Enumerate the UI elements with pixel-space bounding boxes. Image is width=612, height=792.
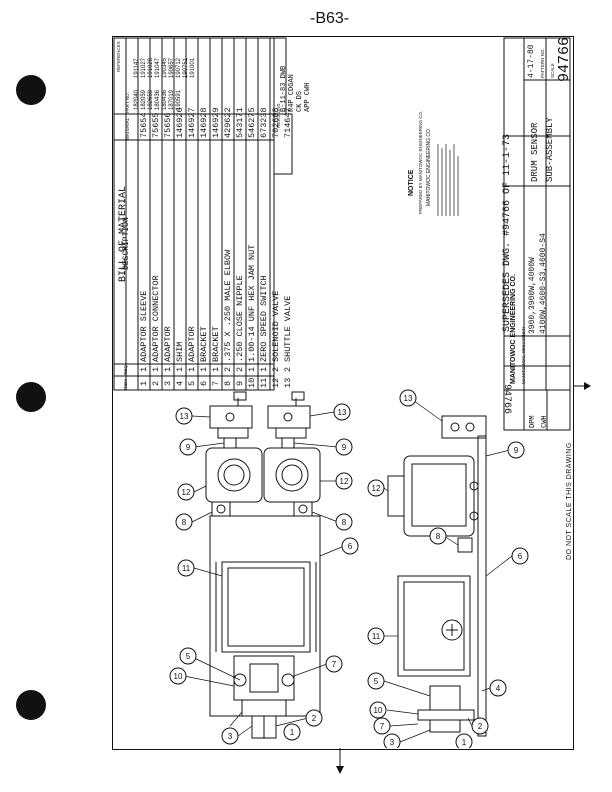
binder-hole-bottom: [16, 690, 46, 720]
balloon-13: 13: [175, 407, 193, 425]
balloon-12: 12: [367, 479, 385, 497]
binder-hole-middle: [16, 382, 46, 412]
side-view: [387, 415, 487, 737]
balloon-9: 9: [179, 438, 197, 456]
svg-text:9: 9: [186, 443, 191, 452]
balloon-2: 2: [471, 717, 489, 735]
svg-text:12: 12: [340, 477, 349, 486]
balloon-13: 13: [399, 389, 417, 407]
balloon-5: 5: [367, 672, 385, 690]
page-number: -B63-: [310, 10, 350, 27]
svg-text:6: 6: [518, 552, 523, 561]
solenoid-valve-left: [205, 447, 263, 503]
svg-text:2: 2: [478, 722, 483, 731]
balloon-11: 11: [177, 559, 195, 577]
svg-text:12: 12: [182, 488, 191, 497]
svg-text:10: 10: [174, 672, 183, 681]
drawing-sheet: [112, 36, 574, 750]
balloon-12: 12: [335, 472, 353, 490]
balloon-9: 9: [507, 441, 525, 459]
balloon-2: 2: [305, 709, 323, 727]
balloon-12: 12: [177, 483, 195, 501]
top-view: [205, 391, 321, 739]
svg-text:8: 8: [436, 532, 441, 541]
balloon-7: 7: [373, 717, 391, 735]
item-balloons: 13 13 9 9 12 12 8 8 6 11 5 10 7 2 1 3 13…: [169, 389, 529, 748]
balloon-10: 10: [369, 701, 387, 719]
svg-text:11: 11: [372, 632, 381, 641]
svg-text:11: 11: [182, 564, 191, 573]
balloon-6: 6: [511, 547, 529, 565]
solenoid-valve-right: [263, 447, 321, 503]
side-arrow: [574, 382, 591, 390]
svg-text:5: 5: [374, 677, 379, 686]
balloon-11: 11: [367, 627, 385, 645]
svg-text:6: 6: [348, 542, 353, 551]
balloon-5: 5: [179, 647, 197, 665]
svg-text:8: 8: [342, 518, 347, 527]
svg-text:1: 1: [290, 728, 295, 737]
centerline-arrows: [336, 748, 344, 774]
balloon-13: 13: [333, 403, 351, 421]
svg-text:13: 13: [404, 394, 413, 403]
binder-hole-top: [16, 75, 46, 105]
balloon-3: 3: [221, 727, 239, 745]
assembly-drawing: [113, 37, 571, 743]
balloon-8: 8: [429, 527, 447, 545]
side-switch: [397, 575, 471, 677]
bom-row-lines: [125, 38, 271, 390]
balloon-1: 1: [455, 733, 473, 748]
svg-text:8: 8: [182, 518, 187, 527]
balloon-8: 8: [175, 513, 193, 531]
svg-text:12: 12: [372, 484, 381, 493]
notice-fine-print: [437, 144, 459, 216]
svg-text:1: 1: [462, 738, 467, 747]
balloon-7: 7: [325, 655, 343, 673]
svg-text:2: 2: [312, 714, 317, 723]
svg-text:4: 4: [496, 684, 501, 693]
balloon-6: 6: [341, 537, 359, 555]
svg-text:3: 3: [390, 738, 395, 747]
svg-text:3: 3: [228, 732, 233, 741]
svg-text:9: 9: [514, 446, 519, 455]
svg-text:7: 7: [380, 722, 385, 731]
svg-text:13: 13: [338, 408, 347, 417]
balloon-10: 10: [169, 667, 187, 685]
zero-speed-switch: [221, 561, 311, 653]
balloon-1: 1: [283, 723, 301, 741]
side-bracket: [477, 435, 487, 737]
balloon-3: 3: [383, 733, 401, 748]
balloon-9: 9: [335, 438, 353, 456]
svg-text:7: 7: [332, 660, 337, 669]
balloon-8: 8: [335, 513, 353, 531]
svg-text:13: 13: [180, 412, 189, 421]
svg-text:5: 5: [186, 652, 191, 661]
svg-text:10: 10: [374, 706, 383, 715]
svg-text:9: 9: [342, 443, 347, 452]
balloon-4: 4: [489, 679, 507, 697]
